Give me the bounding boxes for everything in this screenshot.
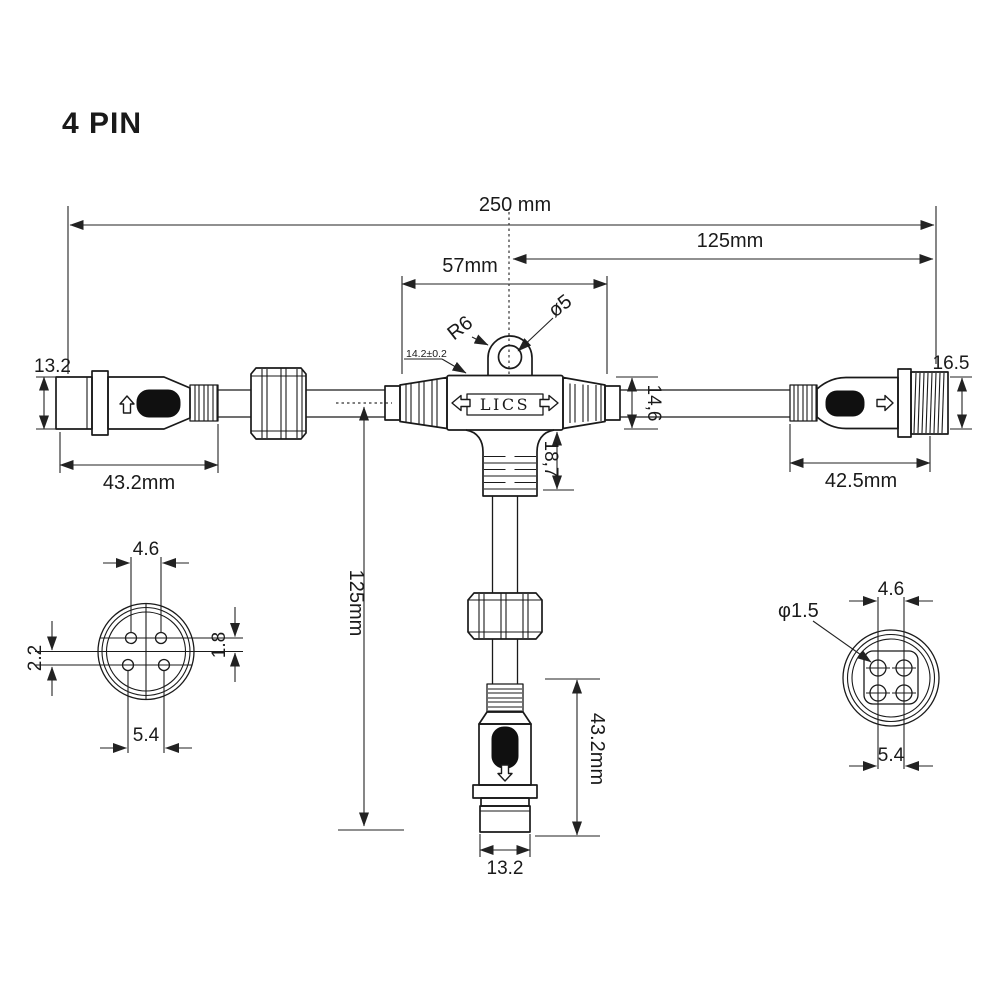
dim-female-top-pitch: 4.6 bbox=[849, 579, 933, 606]
page-title: 4 PIN bbox=[62, 107, 142, 140]
tee-height-label: 14,6 bbox=[643, 385, 664, 422]
right-latch bbox=[825, 390, 865, 417]
right-length-label: 42.5mm bbox=[825, 470, 897, 492]
tee-body-drawing: LICS bbox=[384, 335, 621, 497]
right-direction-arrow-icon bbox=[876, 394, 894, 412]
dim-male-top-pitch: 4.6 bbox=[103, 539, 189, 633]
dim-female-bottom-pitch: 5.4 bbox=[849, 745, 933, 771]
overall-length-label: 250 mm bbox=[479, 194, 551, 216]
dim-male-offset-left: 2.2 bbox=[25, 621, 57, 696]
hole-diameter-label: ø5 bbox=[544, 290, 576, 322]
left-connector-drawing bbox=[55, 370, 219, 436]
ring-radius-label: R6 bbox=[443, 312, 477, 345]
label-pin-diameter: φ1.5 bbox=[778, 600, 872, 663]
dim-right-length: 42.5mm bbox=[789, 424, 931, 492]
hanging-ring-tab bbox=[487, 335, 533, 376]
left-coupling-nut bbox=[250, 367, 307, 440]
pin-diameter-label: φ1.5 bbox=[778, 600, 819, 622]
right-thread-diameter-label: 16.5 bbox=[933, 353, 970, 374]
left-length-label: 43.2mm bbox=[103, 472, 175, 494]
bottom-cable-lines bbox=[491, 496, 519, 684]
branch-length-label: 18,7 bbox=[540, 441, 561, 478]
right-half-length-label: 125mm bbox=[697, 230, 764, 252]
left-diameter-label: 13.2 bbox=[34, 356, 71, 377]
label-tab-note: 14.2±0.2 bbox=[404, 348, 467, 374]
label-ring-radius: R6 bbox=[443, 312, 489, 346]
ring-hole bbox=[497, 344, 523, 370]
bottom-latch bbox=[491, 726, 519, 769]
brand-label: LICS bbox=[480, 395, 530, 414]
right-arrow-icon bbox=[539, 394, 559, 412]
cable-lines bbox=[218, 389, 790, 418]
up-arrow-icon bbox=[119, 395, 135, 414]
dim-right-thread-diameter: 16.5 bbox=[933, 353, 972, 430]
bottom-connector-drawing bbox=[472, 683, 538, 833]
right-connector-drawing bbox=[789, 368, 949, 438]
male-offset-left-label: 2.2 bbox=[25, 645, 46, 671]
female-top-pitch-label: 4.6 bbox=[878, 579, 904, 600]
male-offset-right-label: 1.8 bbox=[209, 632, 230, 658]
dim-tee-height: 14,6 bbox=[616, 376, 664, 430]
dim-male-bottom-pitch: 5.4 bbox=[100, 670, 192, 753]
male-top-pitch-label: 4.6 bbox=[133, 539, 159, 560]
label-hole-diameter: ø5 bbox=[517, 290, 576, 352]
tab-note-label: 14.2±0.2 bbox=[406, 348, 447, 360]
dim-overall-length: 250 mm bbox=[67, 194, 937, 374]
left-arrow-icon bbox=[451, 394, 471, 412]
dim-male-offset-right: 1.8 bbox=[209, 607, 240, 682]
bottom-diameter-label: 13.2 bbox=[487, 858, 524, 879]
female-pin-face-view: 4.6 5.4 φ1.5 bbox=[778, 579, 940, 771]
bottom-coupling-nut bbox=[467, 592, 543, 640]
left-latch bbox=[136, 389, 181, 418]
dim-left-diameter: 13.2 bbox=[34, 356, 71, 430]
down-arrow-icon bbox=[497, 764, 513, 782]
male-bottom-pitch-label: 5.4 bbox=[133, 725, 160, 746]
dim-left-length: 43.2mm bbox=[59, 424, 219, 494]
dim-drop-length: 125mm bbox=[336, 402, 404, 831]
drop-length-label: 125mm bbox=[345, 570, 367, 637]
tee-width-label: 57mm bbox=[442, 255, 498, 277]
dim-bottom-length: 43.2mm bbox=[535, 678, 608, 837]
dim-bottom-diameter: 13.2 bbox=[479, 834, 531, 879]
female-bottom-pitch-label: 5.4 bbox=[878, 745, 905, 766]
dim-right-half-length: 125mm bbox=[512, 230, 934, 264]
dim-tee-width: 57mm bbox=[401, 255, 608, 374]
dim-branch-length: 18,7 bbox=[540, 431, 574, 491]
bottom-length-label: 43.2mm bbox=[586, 713, 608, 785]
male-pin-face-view: 4.6 5.4 2.2 1.8 bbox=[25, 539, 243, 753]
